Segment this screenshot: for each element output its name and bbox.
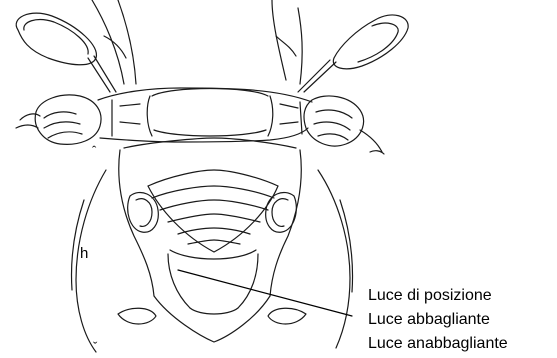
headlamp — [168, 250, 258, 314]
right-hand — [304, 96, 384, 154]
grille — [148, 170, 278, 252]
left-hand — [16, 95, 101, 144]
label-position-light: Luce di posizione — [368, 286, 492, 306]
top-caret-mark: ˆ — [92, 144, 96, 158]
left-letter-mark: h — [80, 244, 88, 264]
right-mirror — [298, 15, 408, 92]
lower-lights — [118, 308, 306, 324]
left-indicator — [128, 192, 159, 232]
label-low-beam: Luce anabbagliante — [368, 334, 508, 354]
right-arm — [272, 0, 302, 84]
bottom-caret-mark: ˇ — [93, 340, 97, 354]
left-arm — [92, 0, 136, 84]
handlebar — [98, 88, 312, 142]
label-high-beam: Luce abbagliante — [368, 310, 490, 330]
left-mirror — [16, 13, 116, 92]
leader-line — [178, 270, 352, 316]
